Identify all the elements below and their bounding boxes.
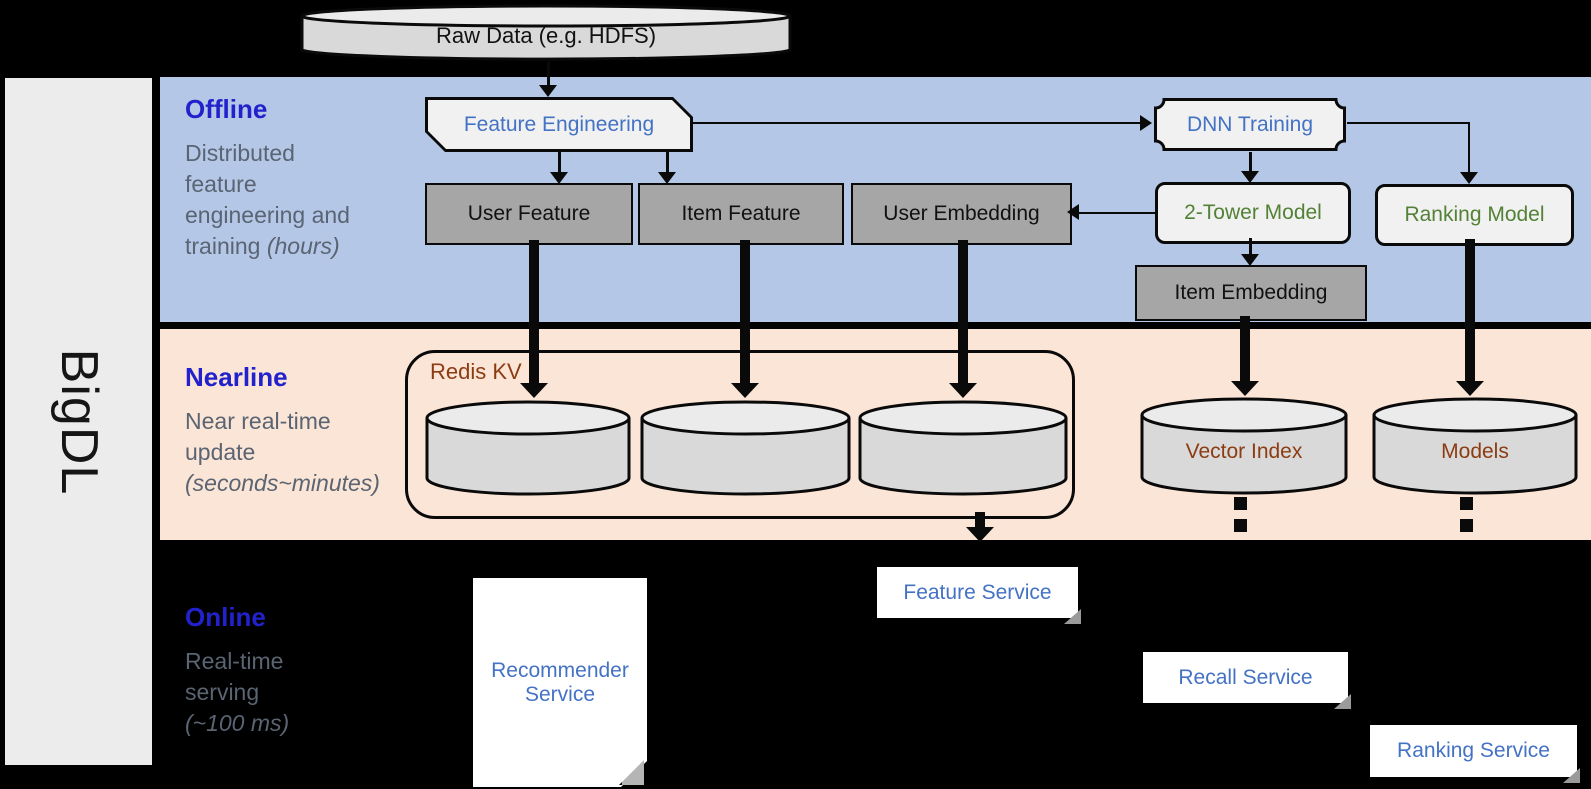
redis-cylinder-3 bbox=[858, 398, 1068, 498]
online-duration-text: (~100 ms) bbox=[185, 710, 290, 737]
arrowhead-vector-index bbox=[1231, 381, 1259, 396]
arrow-rawdata-to-feature-engineering bbox=[546, 62, 550, 86]
dash-models-2 bbox=[1460, 519, 1473, 532]
dash-vector-index-1 bbox=[1234, 497, 1247, 510]
recommender-service-node: Recommender Service bbox=[473, 578, 647, 787]
bigdl-logo-text: BigDL bbox=[49, 348, 108, 495]
vector-index-label: Vector Index bbox=[1185, 440, 1303, 463]
user-feature-label: User Feature bbox=[467, 202, 591, 225]
arrowhead-user-feature bbox=[550, 172, 568, 184]
arrow-two-tower-to-item-embedding bbox=[1249, 238, 1252, 255]
raw-data-label: Raw Data (e.g. HDFS) bbox=[435, 23, 657, 48]
recommender-service-label: Recommender Service bbox=[491, 658, 629, 706]
arrowhead-item-feature bbox=[658, 172, 676, 184]
dash-models-1 bbox=[1460, 497, 1473, 510]
models-cylinder: Models bbox=[1372, 395, 1578, 497]
nearline-description: Near real-time update (seconds~minutes) bbox=[185, 406, 390, 499]
dash-vector-index-2 bbox=[1234, 519, 1247, 532]
arrow-user-embedding-to-redis bbox=[958, 240, 968, 383]
redis-kv-label: Redis KV bbox=[430, 359, 522, 384]
arrowhead-two-tower bbox=[1241, 171, 1259, 183]
arrow-ranking-model-to-models bbox=[1465, 239, 1475, 381]
arrowhead-ranking-model bbox=[1460, 172, 1478, 184]
ranking-model-node: Ranking Model bbox=[1375, 184, 1574, 246]
arrow-two-tower-to-user-embedding bbox=[1079, 211, 1155, 214]
ranking-model-label: Ranking Model bbox=[1404, 203, 1545, 226]
arrow-user-feature-to-redis bbox=[529, 240, 539, 383]
ranking-service-fold bbox=[1563, 768, 1580, 783]
arrowhead-models bbox=[1456, 381, 1484, 396]
dnn-training-label: DNN Training bbox=[1186, 112, 1314, 136]
arrowhead-redis-2 bbox=[731, 383, 759, 398]
arrow-dnn-to-two-tower bbox=[1249, 152, 1252, 171]
ranking-service-label: Ranking Service bbox=[1397, 739, 1550, 762]
item-feature-label: Item Feature bbox=[681, 202, 801, 225]
offline-description-text: Distributed feature engineering and trai… bbox=[185, 140, 350, 260]
offline-description: Distributed feature engineering and trai… bbox=[185, 138, 363, 262]
online-title: Online bbox=[185, 602, 266, 632]
arrow-dnn-to-ranking-hline bbox=[1347, 121, 1470, 124]
user-feature-node: User Feature bbox=[425, 183, 633, 245]
ranking-service-node: Ranking Service bbox=[1370, 725, 1580, 783]
recall-service-label: Recall Service bbox=[1178, 665, 1313, 689]
redis-cylinder-1 bbox=[425, 398, 631, 498]
feature-service-fold bbox=[1064, 609, 1081, 624]
arrowhead-user-embedding bbox=[1067, 204, 1079, 220]
item-feature-node: Item Feature bbox=[638, 183, 844, 245]
feature-engineering-node: Feature Engineering bbox=[425, 97, 693, 152]
offline-title: Offline bbox=[185, 94, 268, 124]
arrowhead-feature-service bbox=[966, 527, 994, 542]
online-description-text: Real-time serving bbox=[185, 648, 284, 706]
arrowhead-item-embedding bbox=[1241, 254, 1259, 266]
arrowhead-rawdata bbox=[539, 85, 557, 97]
models-label: Models bbox=[1441, 440, 1509, 463]
recall-service-fold bbox=[1334, 694, 1351, 709]
arrow-redis-to-feature-service bbox=[975, 512, 985, 527]
item-embedding-label: Item Embedding bbox=[1174, 281, 1328, 304]
arrowhead-dnn bbox=[1140, 115, 1152, 131]
nearline-title: Nearline bbox=[185, 362, 288, 392]
feature-service-label: Feature Service bbox=[903, 580, 1052, 604]
arrow-fe-to-user-feature bbox=[558, 152, 561, 173]
arrow-dnn-to-ranking-vline bbox=[1467, 121, 1470, 173]
offline-duration-text: (hours) bbox=[266, 233, 340, 260]
two-tower-model-node: 2-Tower Model bbox=[1155, 182, 1351, 244]
arrow-item-embedding-to-vector-index bbox=[1240, 316, 1250, 381]
dnn-training-node: DNN Training bbox=[1153, 97, 1347, 152]
nearline-description-text: Near real-time update bbox=[185, 408, 331, 466]
arrow-fe-to-item-feature bbox=[666, 152, 669, 173]
raw-data-cylinder: Raw Data (e.g. HDFS) bbox=[300, 4, 792, 62]
item-embedding-node: Item Embedding bbox=[1135, 265, 1367, 321]
bigdl-sidebar: BigDL bbox=[5, 78, 152, 765]
arrow-item-feature-to-redis bbox=[740, 240, 750, 383]
user-embedding-label: User Embedding bbox=[883, 202, 1040, 225]
user-embedding-node: User Embedding bbox=[851, 183, 1072, 245]
recall-service-node: Recall Service bbox=[1143, 652, 1351, 709]
arrowhead-redis-3 bbox=[949, 383, 977, 398]
arrow-fe-to-dnn-line bbox=[693, 121, 1140, 124]
feature-service-node: Feature Service bbox=[877, 567, 1081, 624]
two-tower-model-label: 2-Tower Model bbox=[1184, 201, 1322, 224]
arrowhead-redis-1 bbox=[520, 383, 548, 398]
nearline-duration-text: (seconds~minutes) bbox=[185, 470, 380, 497]
redis-cylinder-2 bbox=[640, 398, 851, 498]
online-description: Real-time serving (~100 ms) bbox=[185, 646, 310, 739]
feature-engineering-label: Feature Engineering bbox=[428, 100, 690, 149]
vector-index-cylinder: Vector Index bbox=[1140, 395, 1348, 497]
